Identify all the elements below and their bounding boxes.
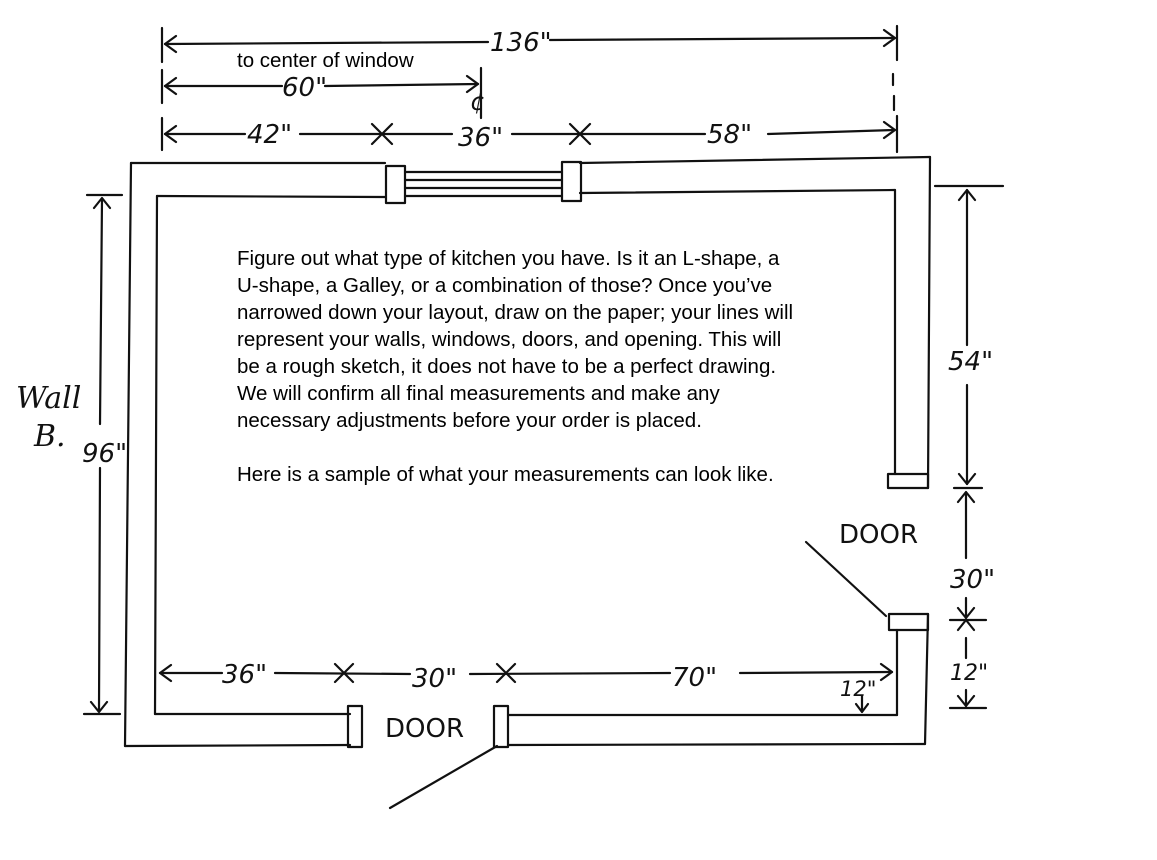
dim-bottom-door: 30": [412, 664, 457, 694]
bottom-door: [346, 704, 510, 810]
dim-inner-corner: 12": [840, 677, 876, 701]
dim-window: 36": [458, 123, 503, 153]
dimension-labels: 136" 60" 42" 36" 58" 96" 54" 30" 12" 36"…: [82, 28, 995, 701]
window: [384, 160, 583, 205]
instructions-paragraph-2: Here is a sample of what your measuremen…: [237, 463, 774, 486]
door-label-right: DOOR: [839, 520, 918, 550]
to-center-of-window-note: to center of window: [237, 49, 414, 72]
wall-label-line2: B.: [33, 419, 66, 454]
dim-right-lower: 12": [950, 661, 988, 686]
dim-to-window-center: 60": [282, 73, 327, 103]
dim-right-upper: 54": [948, 347, 993, 377]
dim-top-left: 42": [247, 120, 292, 150]
dim-right-door: 30": [950, 565, 995, 595]
dim-bottom-right: 70": [672, 663, 717, 693]
door-label-bottom: DOOR: [385, 714, 464, 744]
room-walls: [123, 155, 932, 748]
instructions-text: Figure out what type of kitchen you have…: [237, 245, 797, 515]
wall-label-line1: Wall: [16, 381, 81, 416]
dimension-lines: [82, 24, 1005, 716]
right-door: [804, 472, 930, 632]
dim-left-wall: 96": [82, 439, 127, 469]
instructions-paragraph-1: Figure out what type of kitchen you have…: [237, 247, 794, 432]
dim-top-right: 58": [707, 120, 752, 150]
dim-bottom-left: 36": [222, 660, 267, 690]
dim-overall-top: 136": [490, 28, 552, 58]
centerline-symbol: ¢: [470, 88, 485, 116]
